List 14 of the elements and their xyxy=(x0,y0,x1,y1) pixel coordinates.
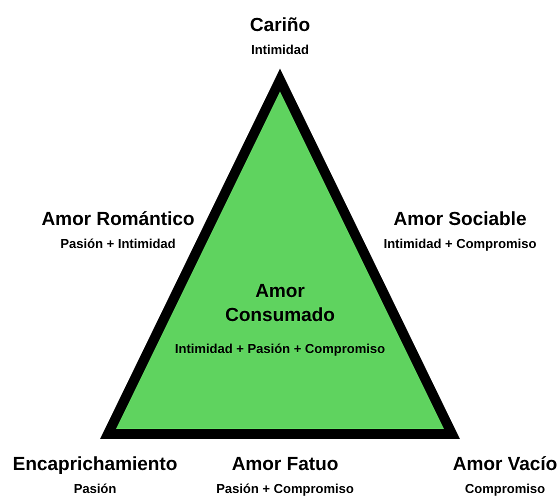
love-type-label: Amor Sociable xyxy=(393,210,527,229)
love-type-label: Encaprichamiento xyxy=(12,455,178,474)
component-label: Intimidad xyxy=(251,43,309,56)
triangle-subtitle: Intimidad + Pasión + Compromiso xyxy=(174,341,386,358)
love-type-label: Amor Romántico xyxy=(41,210,195,229)
component-label: Compromiso xyxy=(464,482,546,495)
component-label: Pasión + Compromiso xyxy=(216,482,354,495)
love-type-label: Cariño xyxy=(250,16,310,35)
triangle-title: Amor Consumado xyxy=(224,280,336,328)
love-type-label: Amor Vacío xyxy=(452,455,558,474)
component-label: Intimidad + Compromiso xyxy=(384,237,536,250)
love-type-label: Amor Fatuo xyxy=(232,455,338,474)
component-label: Pasión + Intimidad xyxy=(60,237,176,250)
component-label: Pasión xyxy=(74,482,116,495)
